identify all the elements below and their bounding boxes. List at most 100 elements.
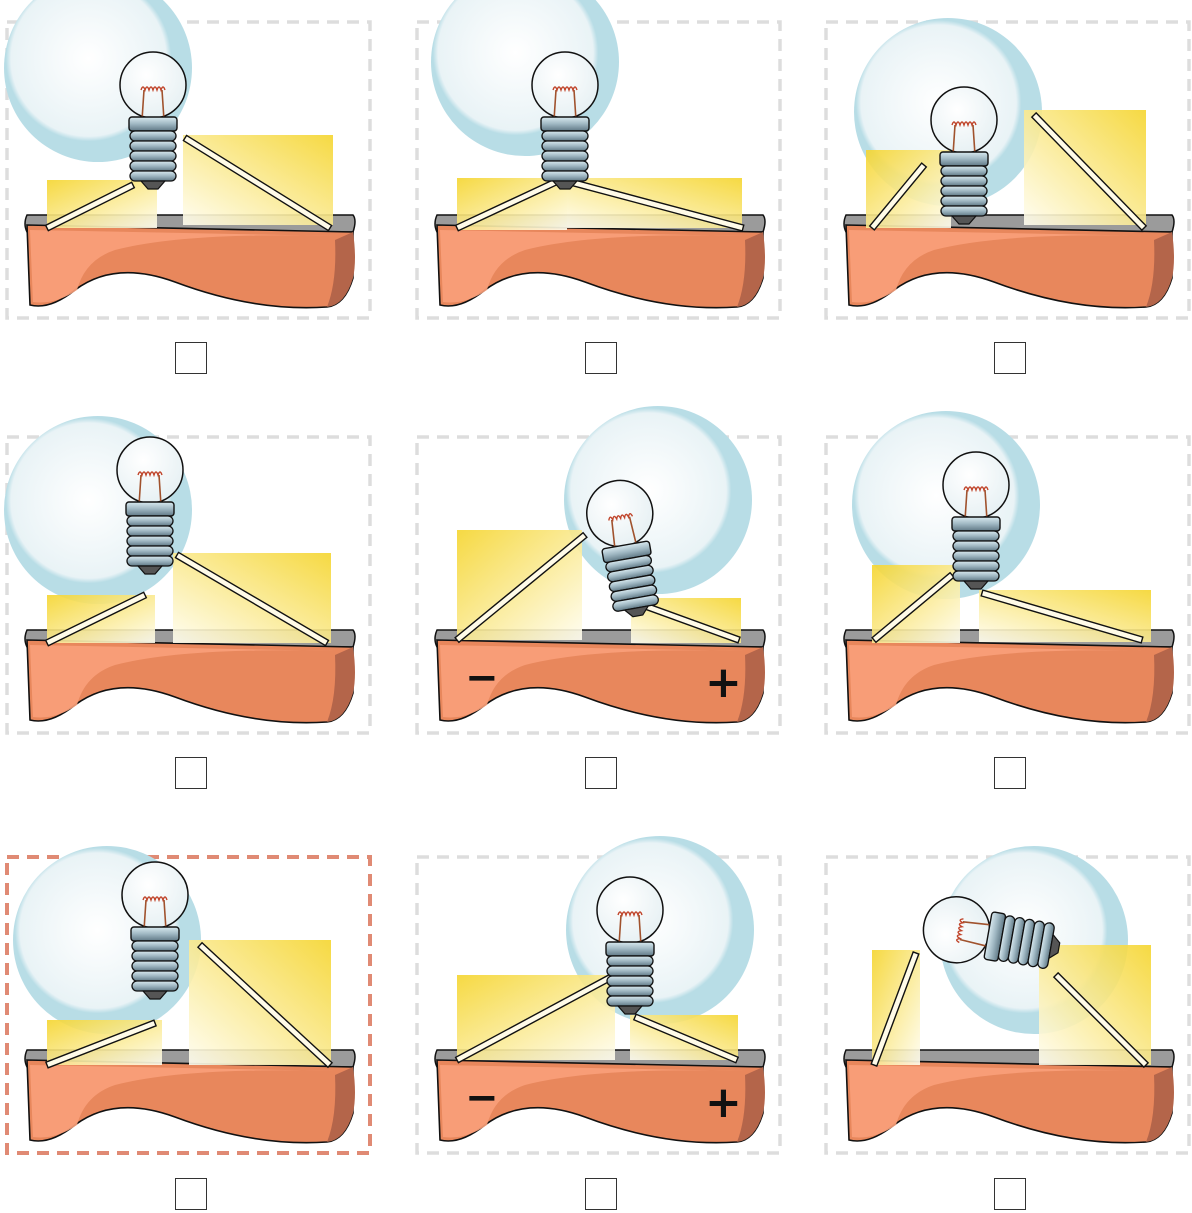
bulb-tip xyxy=(139,180,167,190)
card-frame xyxy=(5,20,372,320)
bulb-glass xyxy=(596,876,664,944)
battery-highlight xyxy=(440,230,745,303)
filament-coil xyxy=(552,86,578,93)
bulb-thread xyxy=(606,985,654,997)
bulb-tip xyxy=(551,180,579,190)
battery: −+ xyxy=(434,629,766,724)
circuit-illustration xyxy=(5,846,372,1155)
bulb-thread xyxy=(606,965,654,977)
bulb-thread xyxy=(129,150,177,162)
bulb-tip xyxy=(950,215,978,225)
filament-support xyxy=(141,89,165,121)
circuit-illustration xyxy=(4,0,372,320)
answer-card-5[interactable]: −+ xyxy=(415,406,782,735)
answer-card-4[interactable] xyxy=(4,416,372,735)
bulb-tip xyxy=(616,1005,644,1015)
battery-side xyxy=(1146,232,1174,307)
card-frame xyxy=(824,20,1191,320)
bulb-thread xyxy=(541,130,589,142)
bulb-thread xyxy=(126,545,174,557)
filament-support xyxy=(611,516,638,550)
bulb-tip xyxy=(141,990,169,1000)
circuit-illustration xyxy=(824,18,1191,320)
light-bulb-icon xyxy=(121,861,189,1000)
answer-card-2[interactable] xyxy=(415,0,782,320)
filament-support xyxy=(143,899,167,931)
bulb-thread xyxy=(131,980,179,992)
bulb-thread xyxy=(606,975,654,987)
circuit-illustration xyxy=(824,411,1191,735)
bulb-tip xyxy=(1048,933,1061,960)
battery-side xyxy=(1146,1067,1174,1142)
answer-checkbox-2[interactable] xyxy=(585,342,617,374)
circuit-illustration xyxy=(824,846,1191,1155)
bulb-thread xyxy=(541,170,589,182)
battery-highlight xyxy=(30,645,335,718)
bulb-glass xyxy=(121,861,189,929)
selected-card-frame xyxy=(5,855,372,1155)
bulb-glass xyxy=(531,51,599,119)
bulb-neck xyxy=(540,116,590,132)
battery-highlight xyxy=(849,645,1154,718)
wire-right xyxy=(182,134,333,232)
wire-highlight-right xyxy=(1039,945,1151,1065)
answer-card-8[interactable]: −+ xyxy=(415,836,782,1155)
filament-coil xyxy=(140,86,166,93)
bulb-thread xyxy=(129,140,177,152)
battery xyxy=(24,629,356,724)
wire-left xyxy=(44,591,148,647)
answer-card-3[interactable] xyxy=(824,18,1191,320)
bulb-thread xyxy=(126,555,174,567)
filament-coil xyxy=(137,471,163,478)
bulb-thread xyxy=(606,955,654,967)
filament-support xyxy=(553,89,577,121)
filament-coil xyxy=(608,512,634,522)
wire-right xyxy=(980,589,1144,644)
answer-checkbox-6[interactable] xyxy=(994,757,1026,789)
battery-highlight xyxy=(849,230,1154,303)
answer-checkbox-1[interactable] xyxy=(175,342,207,374)
answer-checkbox-7[interactable] xyxy=(175,1178,207,1210)
filament-coil xyxy=(951,121,977,128)
answer-checkbox-4[interactable] xyxy=(175,757,207,789)
answer-checkbox-3[interactable] xyxy=(994,342,1026,374)
bulb-thread xyxy=(952,550,1000,562)
answer-card-1[interactable] xyxy=(4,0,372,320)
bulb-glass xyxy=(930,86,998,154)
bulb-thread xyxy=(129,130,177,142)
filament-coil xyxy=(963,486,989,493)
battery-highlight xyxy=(30,1065,335,1138)
filament-support xyxy=(138,474,162,506)
battery xyxy=(843,214,1175,309)
bulb-thread xyxy=(126,525,174,537)
answer-checkbox-8[interactable] xyxy=(585,1178,617,1210)
bulb-thread xyxy=(541,150,589,162)
battery-highlight xyxy=(30,230,335,303)
bulb-thread xyxy=(129,170,177,182)
answer-card-6[interactable] xyxy=(824,411,1191,735)
answer-card-7[interactable] xyxy=(5,846,372,1155)
bulb-neck xyxy=(128,116,178,132)
answer-checkbox-5[interactable] xyxy=(585,757,617,789)
bulb-thread xyxy=(129,160,177,172)
bulb-neck xyxy=(125,501,175,517)
battery-side xyxy=(737,232,765,307)
answer-card-9[interactable] xyxy=(824,846,1191,1155)
wire-left xyxy=(454,531,588,644)
bulb-thread xyxy=(952,560,1000,572)
wire-left xyxy=(45,1019,157,1069)
battery-side xyxy=(737,1067,765,1142)
bulb-neck xyxy=(939,151,989,167)
wire-right xyxy=(1030,111,1148,232)
battery-side xyxy=(327,1067,355,1142)
bulb-thread xyxy=(606,995,654,1007)
light-bulb-icon xyxy=(942,451,1010,590)
bulb-thread xyxy=(131,950,179,962)
light-bulb-icon xyxy=(116,436,184,575)
battery-highlight xyxy=(440,645,745,718)
bulb-thread xyxy=(940,195,988,207)
card-frame xyxy=(5,435,372,735)
wire-left xyxy=(868,162,928,231)
battery-negative-label: − xyxy=(465,1075,499,1121)
answer-checkbox-9[interactable] xyxy=(994,1178,1026,1210)
